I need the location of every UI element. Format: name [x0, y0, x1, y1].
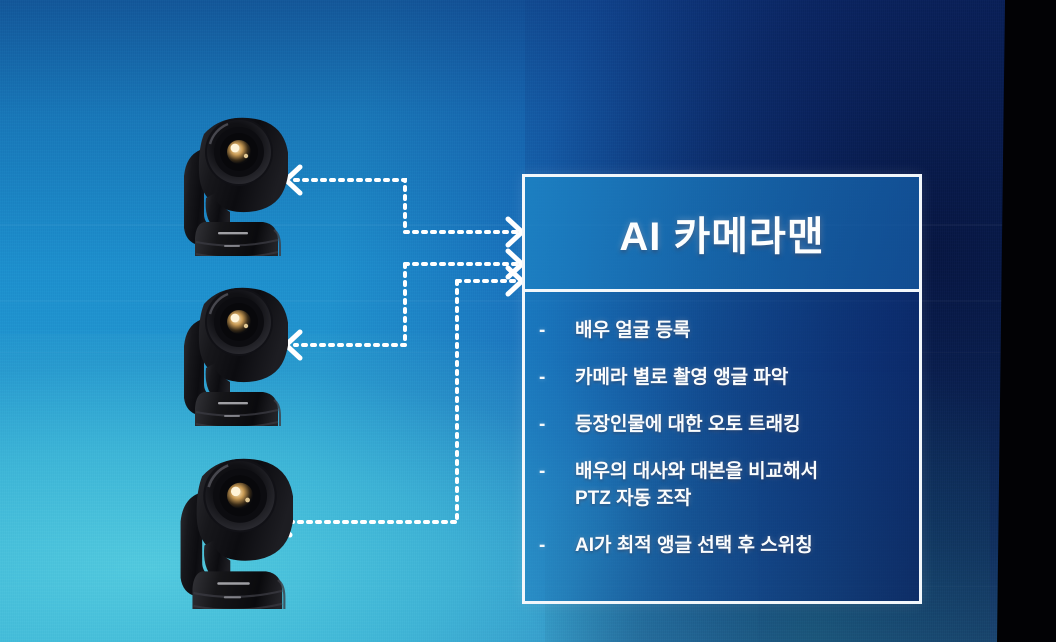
screen-bezel-right	[997, 0, 1056, 642]
list-item: - AI가 최적 앵글 선택 후 스위칭	[525, 533, 919, 560]
list-item: - 배우의 대사와 대본을 비교해서 PTZ 자동 조작	[525, 459, 919, 513]
ai-cameraman-info-box: AI 카메라맨 - 배우 얼굴 등록 - 카메라 별로 촬영 앵글 파악 - 등…	[522, 174, 922, 604]
list-item: - 배우 얼굴 등록	[525, 318, 919, 345]
info-box-title-band: AI 카메라맨	[525, 177, 919, 292]
ptz-camera-bottom: 4K	[133, 443, 293, 609]
list-item: - 등장인물에 대한 오토 트래킹	[525, 412, 919, 439]
bullet-marker: -	[539, 413, 546, 435]
list-item-label: 카메라 별로 촬영 앵글 파악	[575, 366, 789, 388]
list-item: - 카메라 별로 촬영 앵글 파악	[525, 365, 919, 392]
page-title: AI 카메라맨	[619, 215, 825, 259]
feature-list: - 배우 얼굴 등록 - 카메라 별로 촬영 앵글 파악 - 등장인물에 대한 …	[525, 292, 919, 560]
list-item-label: 배우 얼굴 등록	[575, 320, 691, 341]
list-item-label: AI가 최적 앵글 선택 후 스위칭	[575, 534, 813, 556]
ptz-camera-top: 4K	[140, 104, 288, 256]
bullet-marker: -	[539, 534, 546, 556]
svg-text:4K: 4K	[228, 608, 238, 609]
bullet-marker: -	[539, 320, 546, 341]
projection-screen: 4K	[0, 0, 1009, 642]
list-item-label: 배우의 대사와 대본을 비교해서 PTZ 자동 조작	[575, 460, 819, 509]
ptz-camera-middle: 4K	[140, 274, 288, 426]
bullet-marker: -	[539, 460, 546, 482]
bullet-marker: -	[539, 366, 546, 388]
list-item-label: 등장인물에 대한 오토 트래킹	[575, 413, 801, 435]
